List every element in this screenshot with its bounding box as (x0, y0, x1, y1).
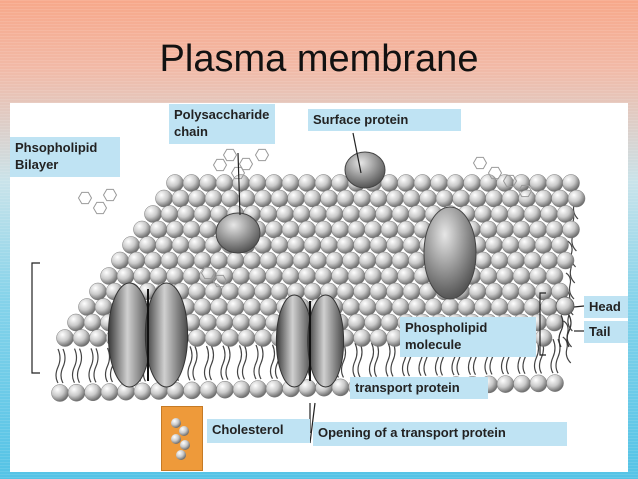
opening-leader-2 (309, 402, 316, 444)
label-leader-lines (31, 132, 546, 444)
surface-protein-text: Surface protein (313, 112, 409, 127)
cholesterol-text: Cholesterol (212, 422, 284, 437)
bilayer-bracket (31, 262, 40, 374)
phospholipid-molecule-label: Phospholipid molecule (400, 317, 536, 357)
molecule-label-line-1: Phospholipid (405, 320, 488, 335)
transport-protein-text: transport protein (355, 380, 460, 395)
cholesterol-label: Cholesterol (207, 419, 310, 443)
phospholipid-molecule-icon (555, 296, 585, 348)
polysaccharide-label-line-2: chain (174, 124, 208, 139)
bilayer-label-line-2: Bilayer (15, 157, 59, 172)
phospholipid-bilayer-label: Phsopholipid Bilayer (10, 137, 120, 177)
opening-text: Opening of a transport protein (318, 425, 506, 440)
slide-title: Plasma membrane (159, 38, 479, 80)
transport-protein-label: transport protein (350, 377, 488, 399)
surface-protein-leader (352, 132, 362, 174)
tail-label: Tail (584, 321, 628, 343)
polysaccharide-chains (77, 148, 533, 288)
bilayer-label-line-1: Phsopholipid (15, 140, 98, 155)
membrane-diagram: Polysaccharide chain Surface protein Phs… (10, 103, 628, 472)
head-label: Head (584, 296, 628, 318)
tail-text: Tail (589, 324, 611, 339)
molecule-bracket (539, 292, 546, 356)
cholesterol-molecule-image (161, 406, 203, 471)
polysaccharide-chain-label: Polysaccharide chain (169, 104, 275, 144)
polysaccharide-leader (237, 152, 241, 216)
cholesterol-icon (171, 418, 190, 460)
polysaccharide-label-line-1: Polysaccharide (174, 107, 270, 122)
opening-transport-protein-label: Opening of a transport protein (313, 422, 567, 446)
molecule-label-line-2: molecule (405, 337, 462, 352)
head-text: Head (589, 299, 621, 314)
surface-protein-label: Surface protein (308, 109, 461, 131)
proteins (107, 151, 477, 388)
